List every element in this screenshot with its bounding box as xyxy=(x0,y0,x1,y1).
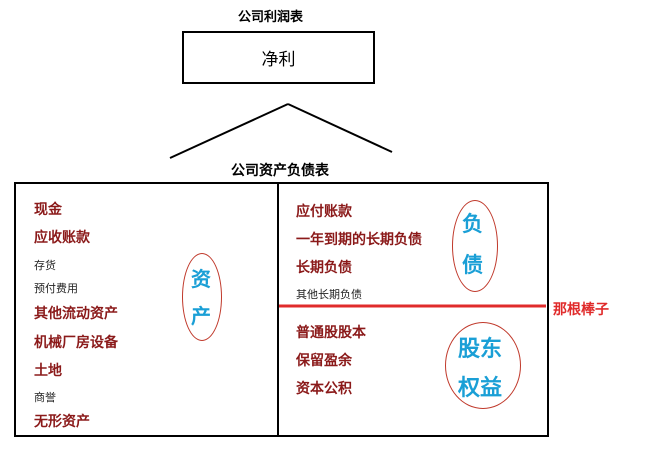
asset-item: 无形资产 xyxy=(34,414,90,430)
equity-oval xyxy=(445,322,521,409)
net-profit-label: 净利 xyxy=(261,50,296,70)
left-connector-line xyxy=(169,103,289,159)
asset-item: 应收账款 xyxy=(34,230,90,246)
liabilities-label-char: 债 xyxy=(462,253,483,277)
asset-item: 机械厂房设备 xyxy=(34,335,118,351)
asset-item: 预付费用 xyxy=(34,282,78,295)
liability-item: 应付账款 xyxy=(296,204,352,220)
equity-label-line: 权益 xyxy=(458,376,503,401)
asset-item: 其他流动资产 xyxy=(34,306,118,322)
assets-label-char: 产 xyxy=(191,304,211,328)
asset-item: 商誉 xyxy=(34,391,56,404)
assets-oval xyxy=(182,253,222,341)
income-statement-title: 公司利润表 xyxy=(238,10,304,25)
equity-item: 保留盈余 xyxy=(296,353,352,369)
asset-item: 土地 xyxy=(34,363,62,379)
net-profit-box: 净利 xyxy=(182,31,375,84)
balance-sheet-box xyxy=(14,182,549,437)
center-divider xyxy=(277,183,279,436)
liability-item: 一年到期的长期负债 xyxy=(296,232,422,248)
equity-item: 普通股股本 xyxy=(296,325,366,341)
equity-label-line: 股东 xyxy=(458,337,503,362)
asset-item: 存货 xyxy=(34,259,56,272)
stick-label: 那根棒子 xyxy=(553,302,609,318)
liability-item: 其他长期负债 xyxy=(296,288,362,301)
liability-item: 长期负债 xyxy=(296,260,352,276)
asset-item: 现金 xyxy=(34,202,62,218)
liabilities-label-char: 负 xyxy=(462,212,483,236)
liabilities-oval xyxy=(452,200,498,292)
assets-label-char: 资 xyxy=(191,267,211,291)
right-connector-line xyxy=(287,103,393,153)
equity-item: 资本公积 xyxy=(296,381,352,397)
balance-sheet-title: 公司资产负债表 xyxy=(231,163,329,179)
